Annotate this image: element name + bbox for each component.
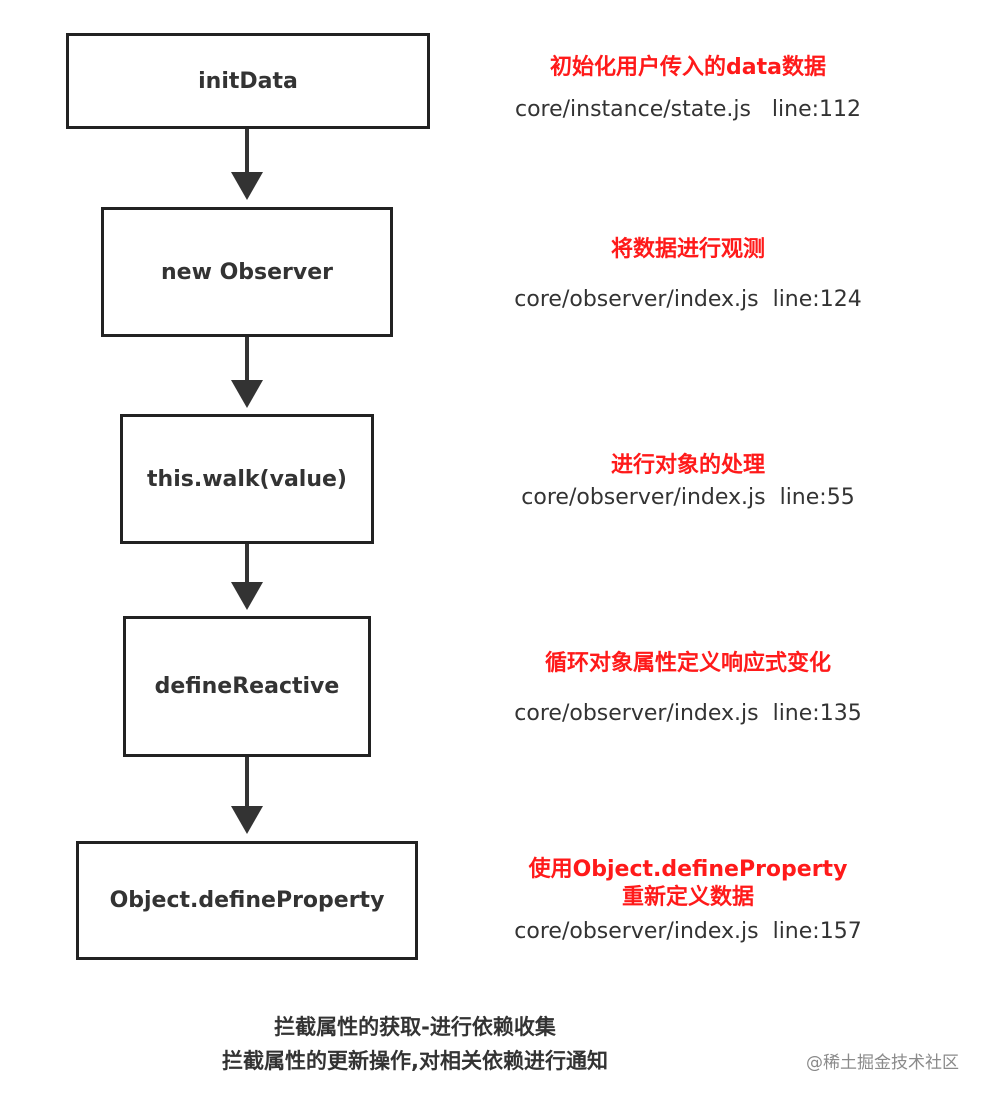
footer-line-1: 拦截属性的获取-进行依赖收集: [274, 1015, 556, 1039]
node-initdata: initData: [66, 33, 430, 129]
node-walk: this.walk(value): [120, 414, 374, 544]
node-define-property-label: Object.defineProperty: [109, 888, 385, 913]
node-walk-label: this.walk(value): [147, 466, 347, 492]
note-define-property-title: 使用Object.defineProperty: [528, 857, 848, 882]
note-define-property-title-line2: 重新定义数据: [621, 885, 754, 910]
node-define-property: Object.defineProperty: [76, 841, 418, 960]
node-initdata-label: initData: [198, 68, 298, 94]
footer-caption: 拦截属性的获取-进行依赖收集 拦截属性的更新操作,对相关依赖进行通知: [150, 1010, 680, 1078]
note-define-property-path: core/observer/index.js line:157: [514, 919, 862, 944]
node-new-observer-label: new Observer: [161, 259, 333, 285]
note-observer-path: core/observer/index.js line:124: [514, 287, 862, 312]
note-initdata-title: 初始化用户传入的data数据: [550, 55, 826, 80]
note-observer: 将数据进行观测 core/observer/index.js line:124: [478, 236, 898, 314]
note-define-reactive-path: core/observer/index.js line:135: [514, 701, 862, 726]
note-initdata-path: core/instance/state.js line:112: [514, 97, 862, 122]
note-walk-path: core/observer/index.js line:55: [521, 485, 855, 510]
node-new-observer: new Observer: [101, 207, 393, 337]
note-define-property: 使用Object.defineProperty 重新定义数据 core/obse…: [478, 856, 898, 946]
note-define-reactive-title: 循环对象属性定义响应式变化: [544, 651, 831, 676]
note-define-reactive: 循环对象属性定义响应式变化 core/observer/index.js lin…: [478, 650, 898, 728]
note-observer-title: 将数据进行观测: [610, 237, 765, 262]
watermark: @稀土掘金技术社区: [806, 1053, 959, 1073]
note-initdata: 初始化用户传入的data数据 core/instance/state.js li…: [478, 54, 898, 124]
note-walk: 进行对象的处理 core/observer/index.js line:55: [478, 452, 898, 512]
node-define-reactive: defineReactive: [123, 616, 371, 757]
node-define-reactive-label: defineReactive: [154, 674, 340, 699]
footer-line-2: 拦截属性的更新操作,对相关依赖进行通知: [222, 1049, 608, 1073]
note-walk-title: 进行对象的处理: [610, 453, 765, 478]
